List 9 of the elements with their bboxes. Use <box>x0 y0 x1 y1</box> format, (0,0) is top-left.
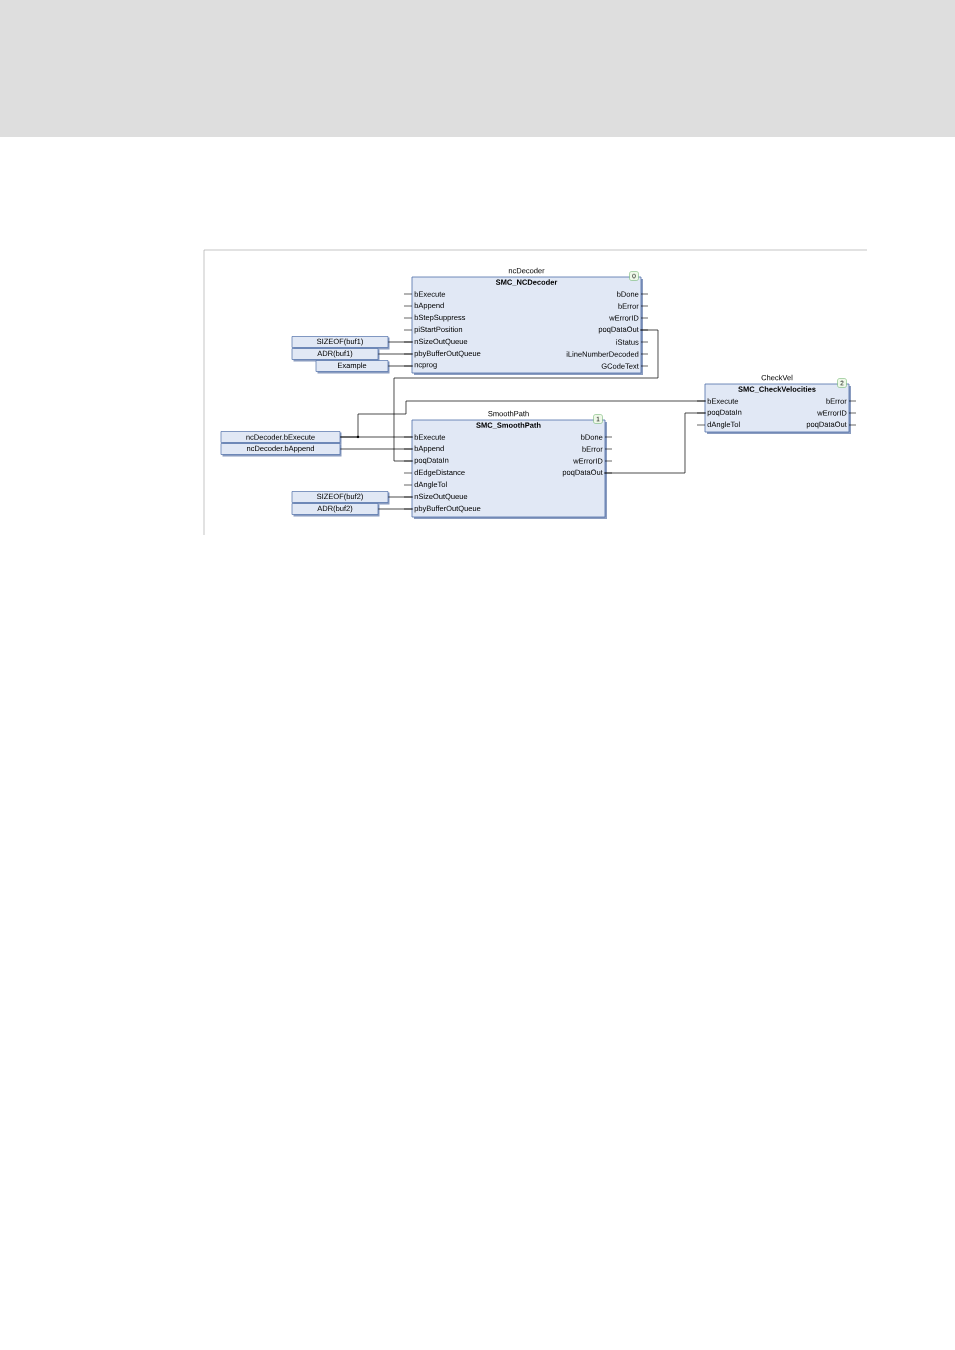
connector-line <box>378 508 414 510</box>
connector-line <box>388 365 414 367</box>
connector-line <box>388 341 414 343</box>
connector-line <box>340 400 707 438</box>
connector-line <box>388 496 414 498</box>
connector-line <box>603 412 707 474</box>
connector-line <box>393 329 659 462</box>
connector-line <box>340 448 414 450</box>
connector-line <box>378 353 414 355</box>
